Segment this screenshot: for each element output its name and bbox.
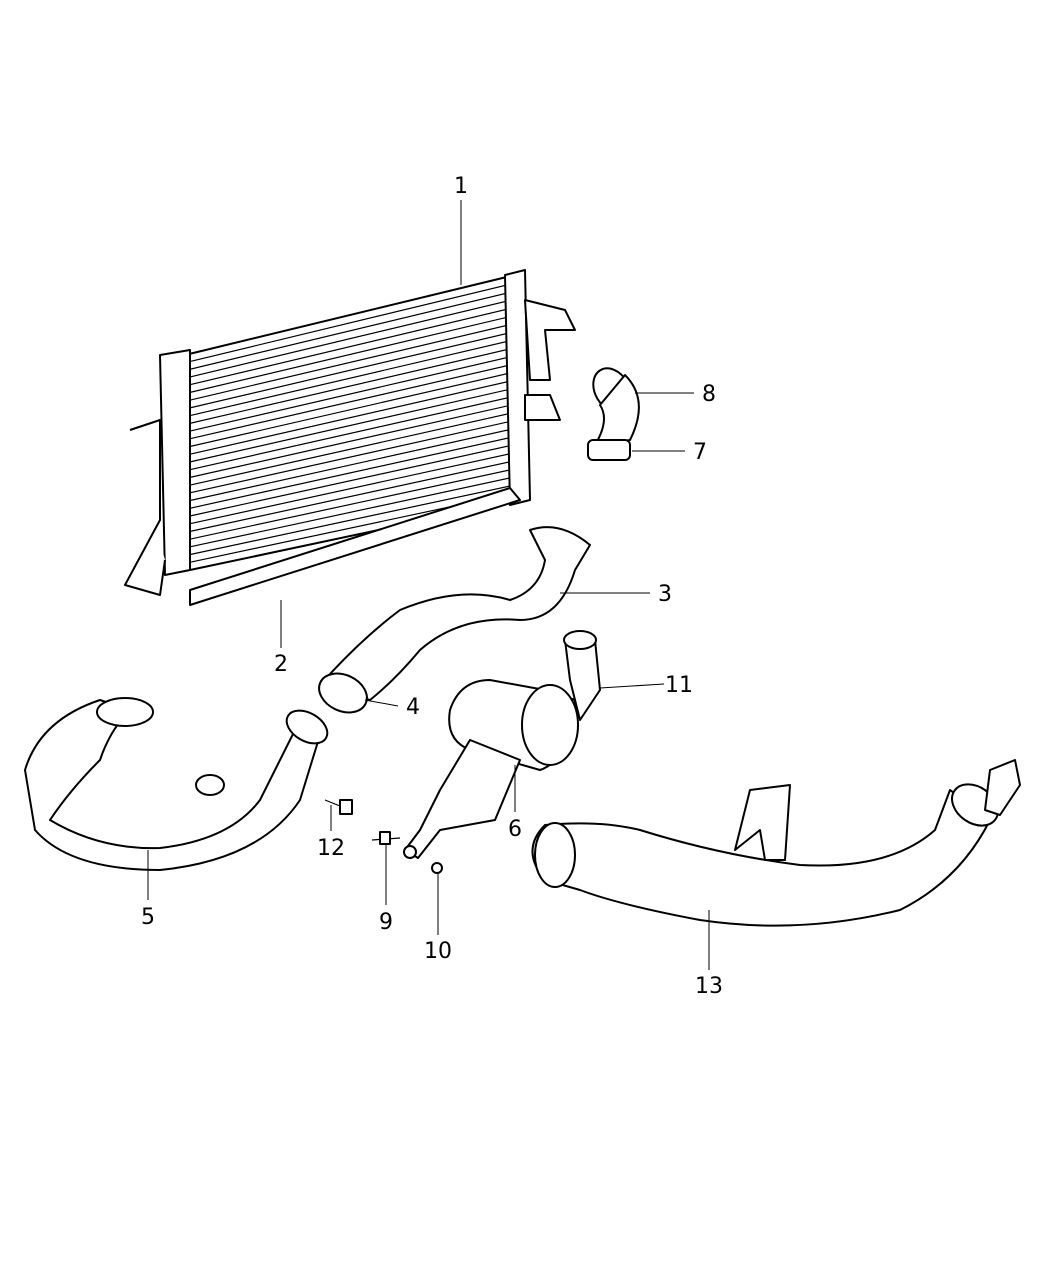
cooler-fin (188, 419, 519, 494)
cooler-fin (188, 443, 519, 517)
cooler-fin (186, 338, 517, 418)
cooler-fin (187, 402, 518, 479)
callout-3: 3 (658, 582, 672, 607)
callout-9: 9 (379, 910, 393, 935)
hose-13 (531, 789, 991, 927)
cooler-fin (187, 386, 518, 464)
cooler-fin (188, 427, 519, 502)
cooler-fin (187, 394, 518, 471)
cooler-fin (189, 475, 520, 548)
cooler-fin (186, 346, 517, 425)
callout-2: 2 (274, 652, 288, 677)
callout-7: 7 (693, 440, 707, 465)
cooler-fin (185, 314, 517, 394)
cooler-fin (187, 370, 518, 448)
stud-9 (371, 831, 401, 845)
cooler-fin (185, 306, 516, 387)
cooler-fin (186, 330, 517, 410)
cooler-fin (185, 298, 516, 379)
callout-10: 10 (424, 939, 452, 964)
cooler-fin (185, 282, 516, 364)
hose-3 (319, 526, 591, 701)
elbow-hose (587, 367, 640, 461)
cooler-fin (187, 378, 518, 456)
callout-12: 12 (317, 836, 345, 861)
nut-10 (431, 862, 443, 874)
cooler-fin (188, 435, 519, 510)
clamp-4 (318, 672, 368, 714)
cooler-fin (185, 322, 517, 402)
bolt-12 (324, 799, 353, 815)
intercooler-core (124, 269, 576, 596)
seal-strip (189, 487, 521, 606)
cooler-fin (186, 354, 517, 433)
callout-11: 11 (665, 673, 693, 698)
cooler-fin (188, 459, 520, 533)
callout-13: 13 (695, 974, 723, 999)
cooler-fin (189, 467, 520, 540)
leader-lines (147, 200, 710, 970)
hose-5 (24, 699, 321, 871)
cooler-fin (185, 290, 516, 371)
cooler-fin (189, 483, 520, 556)
cooler-fin (187, 411, 519, 487)
callout-5: 5 (141, 905, 155, 930)
callout-6: 6 (508, 817, 522, 842)
cooler-fin (186, 362, 518, 441)
callout-1: 1 (454, 174, 468, 199)
callout-4: 4 (406, 695, 420, 720)
callout-8: 8 (702, 382, 716, 407)
outlet-tube-11 (403, 630, 601, 859)
cooler-fin (188, 451, 520, 525)
